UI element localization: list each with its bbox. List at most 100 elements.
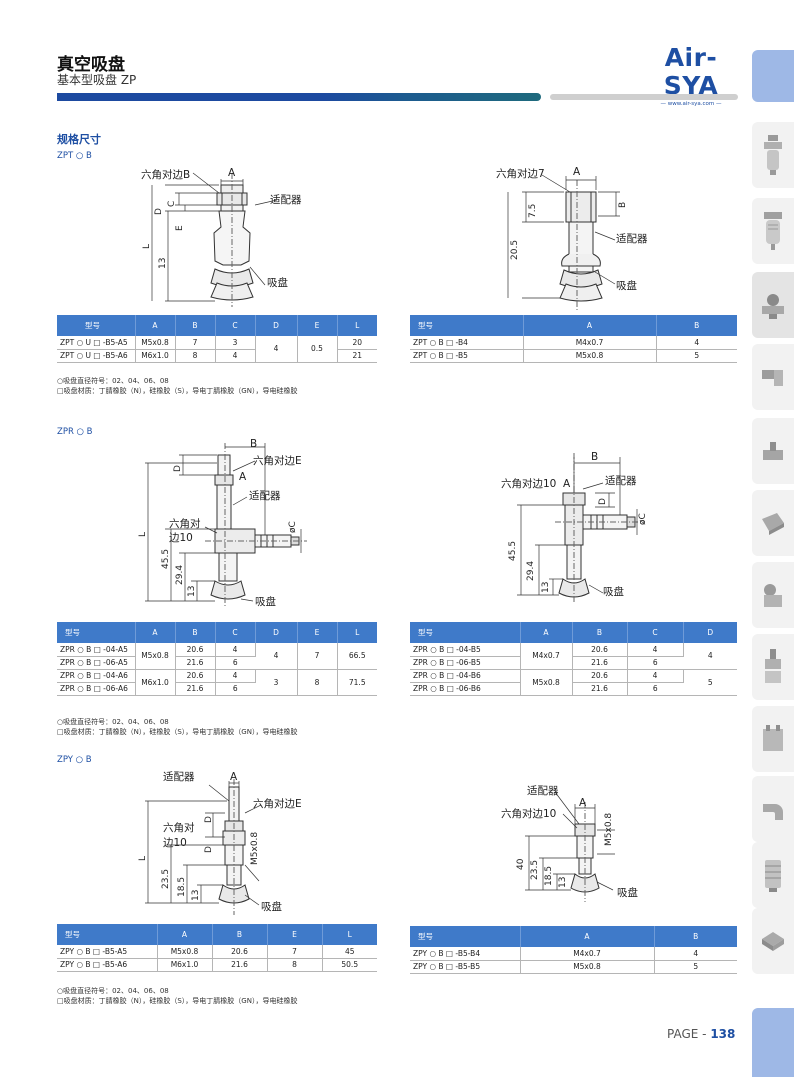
dim-23-5: 23.5 [161,869,171,889]
hex10-line1: 六角对 [169,517,201,530]
cell-d: 4 [255,643,298,670]
th-l: L [322,924,377,945]
zpt-right-drawing: 六角对边7 A B 7.5 20.5 适配器 吸盘 [496,166,648,310]
cup-label: 吸盘 [261,900,282,913]
table-row: ZPY ○ B □ -B5-B4 M4x0.7 4 [410,947,737,961]
cell-b: 21.6 [175,682,216,696]
cell-a: M4x0.7 [520,643,573,670]
side-tab-bottom-accent [752,1008,794,1077]
table-row: ZPR ○ B □ -06-B6 21.6 6 [410,682,737,696]
side-tab-filter-bowl[interactable] [752,198,794,264]
side-tab-filter-regulator[interactable] [752,122,794,188]
dim-l: L [138,532,148,537]
th-a: A [135,622,176,643]
elbow-pipe-icon [763,804,783,820]
side-tab-elbow-pipe[interactable] [752,776,794,842]
adapter-label: 适配器 [616,233,648,245]
dim-d-2: D [204,846,214,853]
vacuum-generator-icon [762,294,784,319]
header-bar-grey [550,94,738,100]
dim-c: øC [288,521,298,533]
cell-c: 4 [627,669,684,683]
dim-7-5: 7.5 [528,204,538,218]
cell-d: 3 [255,669,298,696]
zpt-table-left: 型号 A B C D E L ZPT ○ U □ -B5-A5 M5x0.8 7… [57,315,377,363]
cell-model: ZPY ○ B □ -B5-B5 [410,960,521,974]
dim-a: A [228,167,236,179]
cell-b: 20.6 [572,643,628,657]
cell-b: 7 [175,336,216,350]
table-header-row: 型号 A B C D E L [57,315,377,336]
side-tab-vacuum-pump[interactable] [752,562,794,628]
cell-model: ZPR ○ B □ -04-B6 [410,669,521,683]
cell-model: ZPT ○ B □ -B4 [410,336,524,350]
th-a: A [523,315,657,336]
cell-e: 8 [267,958,323,972]
hex10-line1: 六角对 [163,821,195,834]
cell-model: ZPR ○ B □ -04-A6 [57,669,136,683]
side-tab-vacuum-generator[interactable] [752,272,794,338]
th-e: E [267,924,323,945]
page-subtitle: 基本型吸盘 ZP [57,73,137,87]
cell-c: 6 [627,656,683,670]
th-c: C [215,315,256,336]
table-row: ZPR ○ B □ -06-A6 21.6 6 [57,682,377,696]
header-bar [57,93,541,101]
side-tab-suction-cup[interactable] [752,908,794,974]
cell-l: 45 [322,945,377,959]
hex-label: 六角对边E [253,454,302,467]
side-tab-silencer[interactable] [752,842,794,908]
dim-l: L [142,244,152,249]
note-material: □吸盘材质：丁腈橡胶（N），硅橡胶（S），导电丁腈橡胶（GN），导电硅橡胶 [57,997,298,1005]
table-header-row: 型号 A B C D [410,622,737,643]
suction-cup-icon [762,932,784,951]
note-diameter: ○吸盘直径符号：02、04、06、08 [57,377,169,385]
cell-b: 20.6 [212,945,268,959]
dim-d-1: D [204,816,214,823]
dim-e: E [175,225,185,231]
cell-model: ZPR ○ B □ -06-A6 [57,682,136,696]
cup-label: 吸盘 [616,279,637,292]
hex-label: 六角对边E [253,797,302,810]
dim-13: 13 [541,582,551,593]
cell-b: 4 [654,947,737,961]
dim-13: 13 [558,877,568,888]
page-number: PAGE - 138 [667,1027,735,1041]
side-tab-sensor[interactable] [752,634,794,700]
zpy-table-right: 型号 A B ZPY ○ B □ -B5-B4 M4x0.7 4 ZPY ○ B… [410,926,737,974]
dim-m5: M5x0.8 [604,813,614,846]
dim-c: C [167,201,177,207]
note-diameter: ○吸盘直径符号：02、04、06、08 [57,987,169,995]
th-b: B [175,315,216,336]
dim-l: L [138,856,148,861]
cell-e: 0.5 [297,336,338,363]
dim-c: øC [638,513,648,525]
cell-a: M5x0.8 [135,643,176,670]
side-tab-valve-block[interactable] [752,490,794,556]
cell-b: 4 [656,336,737,350]
zpy-right-drawing: 适配器 六角对边10 A M5x0.8 40 23.5 18.5 13 吸盘 [501,785,638,902]
cell-e: 8 [297,669,338,696]
cell-model: ZPR ○ B □ -06-B6 [410,682,521,696]
side-tab-cylinder-block[interactable] [752,706,794,772]
table-row: ZPY ○ B □ -B5-A5 M5x0.8 20.6 7 45 [57,945,377,959]
cell-model: ZPT ○ U □ -B5-A6 [57,349,136,363]
side-tab-manifold[interactable] [752,418,794,484]
cell-c: 4 [215,643,256,657]
cell-a: M4x0.7 [523,336,657,350]
cell-model: ZPR ○ B □ -06-A5 [57,656,136,670]
cell-b: 21.6 [572,656,628,670]
th-a: A [135,315,176,336]
side-tab-elbow-fitting[interactable] [752,344,794,410]
table-row: ZPT ○ U □ -B5-A5 M5x0.8 7 3 4 0.5 20 [57,336,377,363]
note-material: □吸盘材质：丁腈橡胶（N），硅橡胶（S），导电丁腈橡胶（GN），导电硅橡胶 [57,728,298,736]
table-row: ZPY ○ B □ -B5-B5 M5x0.8 5 [410,960,737,974]
th-model: 型号 [410,622,521,643]
cell-model: ZPR ○ B □ -04-B5 [410,643,521,657]
th-d: D [255,315,298,336]
cup-label: 吸盘 [255,595,276,608]
cell-c: 4 [627,643,684,657]
table-row: ZPY ○ B □ -B5-A6 M6x1.0 21.6 8 50.5 [57,958,377,972]
cell-model: ZPY ○ B □ -B5-A6 [57,958,158,972]
cell-model: ZPY ○ B □ -B5-A5 [57,945,158,959]
